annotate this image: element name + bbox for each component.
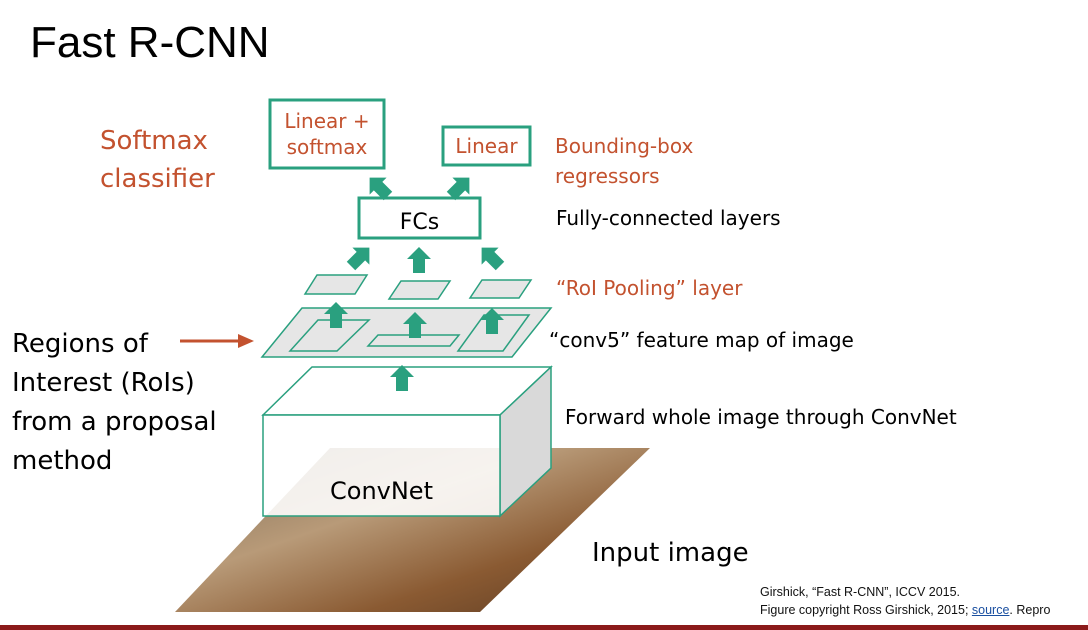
roi-pooling-label: “RoI Pooling” layer [556, 276, 743, 300]
linear-box [441, 125, 532, 167]
arrow-diag-icon [342, 239, 378, 275]
pooled-roi-2 [387, 280, 452, 300]
linear-softmax-box [268, 98, 386, 170]
arrow-up-icon [407, 247, 431, 273]
convnet-label: ConvNet [330, 477, 433, 505]
linear-softmax-label: Linear +softmax [284, 109, 370, 159]
fcs-label: FCs [399, 210, 440, 235]
input-image-label: Input image [592, 538, 749, 568]
conv5-label: “conv5” feature map of image [549, 328, 854, 352]
roi-1 [288, 319, 371, 352]
slide-title: Fast R-CNN [30, 18, 270, 67]
citation-line-2: Figure copyright Ross Girshick, 2015; so… [760, 603, 1051, 617]
arrow-diag-icon [473, 239, 509, 275]
pooled-roi-3 [468, 279, 533, 299]
source-link[interactable]: source [971, 603, 1010, 617]
red-arrow-icon [238, 334, 254, 348]
linear-label: Linear [455, 134, 518, 158]
forward-label: Forward whole image through ConvNet [565, 405, 957, 429]
roi-2 [366, 334, 461, 347]
convnet-front-face [262, 414, 501, 517]
citation-line-1: Girshick, “Fast R-CNN”, ICCV 2015. [760, 585, 961, 599]
footer-bar [0, 625, 1088, 630]
fc-layers-label: Fully-connected layers [556, 206, 781, 230]
fcs-box [357, 196, 482, 240]
pooled-roi-1 [303, 274, 369, 295]
